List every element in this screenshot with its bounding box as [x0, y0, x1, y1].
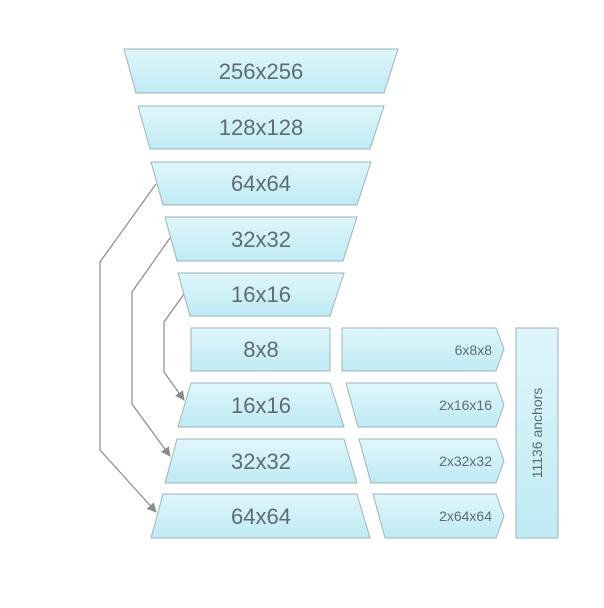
head-output-2-label: 2x16x16 [439, 397, 492, 413]
skip-connections [99, 183, 185, 513]
decoder-block-2: 32x32 [164, 438, 358, 484]
bottleneck-label: 8x8 [243, 337, 278, 362]
skip-arrow-64 [99, 183, 157, 513]
encoder-block-1: 256x256 [123, 48, 399, 94]
head-output-4: 2x64x64 [372, 493, 505, 539]
decoder-block-3-label: 64x64 [231, 504, 291, 529]
encoder-block-3: 64x64 [150, 161, 372, 206]
encoder-block-4: 32x32 [164, 216, 358, 262]
encoder-block-5-label: 16x16 [231, 282, 291, 307]
encoder-stack: 256x256 128x128 64x64 32x32 16x16 [123, 48, 399, 317]
decoder-stack: 16x16 32x32 64x64 [150, 382, 371, 539]
encoder-block-1-label: 256x256 [219, 59, 303, 84]
head-output-2: 2x16x16 [345, 382, 505, 428]
decoder-block-2-label: 32x32 [231, 449, 291, 474]
head-output-1: 6x8x8 [341, 327, 505, 372]
head-outputs: 6x8x8 2x16x16 2x32x32 2x64x64 [341, 327, 505, 539]
head-output-3: 2x32x32 [358, 438, 505, 484]
anchors-label: 11136 anchors [529, 388, 545, 479]
anchors-bar: 11136 anchors [515, 327, 559, 539]
head-output-3-label: 2x32x32 [439, 453, 492, 469]
encoder-block-2: 128x128 [137, 105, 385, 150]
bottleneck-block: 8x8 [190, 327, 331, 372]
encoder-block-3-label: 64x64 [231, 171, 291, 196]
decoder-block-3: 64x64 [150, 493, 371, 539]
head-output-4-label: 2x64x64 [439, 508, 492, 524]
decoder-block-1: 16x16 [177, 382, 345, 428]
encoder-block-5: 16x16 [177, 272, 345, 317]
encoder-block-2-label: 128x128 [219, 115, 303, 140]
encoder-block-4-label: 32x32 [231, 227, 291, 252]
skip-arrow-32 [131, 237, 171, 457]
head-output-1-label: 6x8x8 [455, 342, 493, 358]
skip-arrow-16 [163, 293, 185, 401]
decoder-block-1-label: 16x16 [231, 393, 291, 418]
